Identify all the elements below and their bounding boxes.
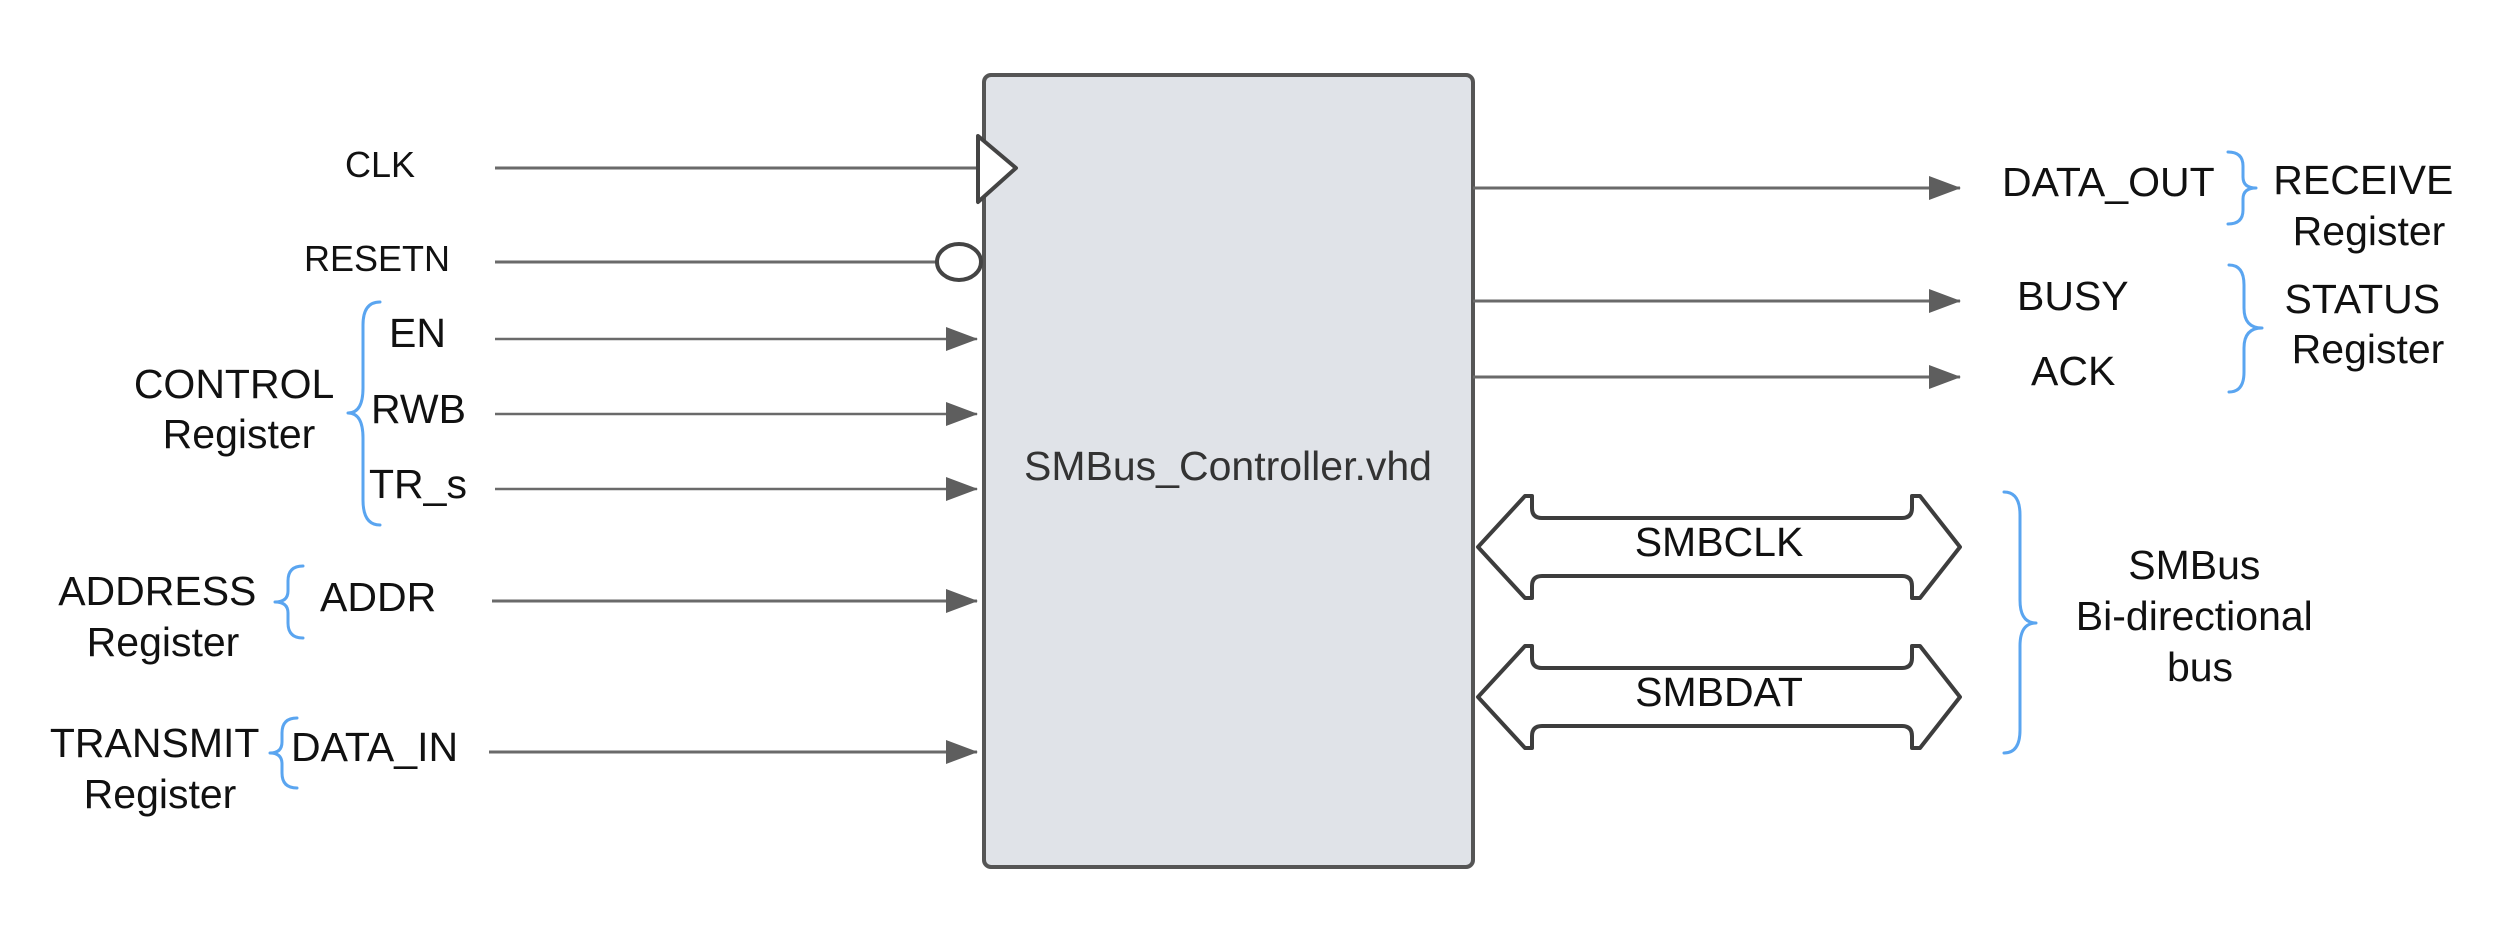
receive-brace xyxy=(2226,150,2258,226)
resetn-label: RESETN xyxy=(304,238,450,279)
control-group-label: CONTROL Register xyxy=(134,361,344,457)
status-brace xyxy=(2227,263,2264,394)
control-group-line-2: Register xyxy=(163,411,316,457)
ack-label: ACK xyxy=(2031,348,2115,394)
receive-group-label: RECEIVE Register xyxy=(2273,157,2464,254)
tr-s-label: TR_s xyxy=(369,461,467,507)
receive-group-line-1: RECEIVE xyxy=(2273,157,2453,203)
transmit-group-line-2: Register xyxy=(84,771,237,817)
control-group-line-1: CONTROL xyxy=(134,361,334,407)
clk-label: CLK xyxy=(345,144,415,185)
en-label: EN xyxy=(389,310,446,356)
data-out-label: DATA_OUT xyxy=(2002,159,2215,205)
smbclk-label: SMBCLK xyxy=(1635,519,1804,565)
data-in-label: DATA_IN xyxy=(291,724,458,770)
address-group-line-2: Register xyxy=(87,619,240,665)
smbus-brace xyxy=(2002,490,2038,755)
transmit-brace xyxy=(268,716,299,790)
address-brace xyxy=(273,564,305,640)
status-group-line-2: Register xyxy=(2292,326,2445,372)
address-group-label: ADDRESS Register xyxy=(58,568,268,665)
address-group-line-1: ADDRESS xyxy=(58,568,256,614)
active-low-bubble xyxy=(935,242,983,282)
smbus-group-line-1: SMBus xyxy=(2128,542,2260,588)
smbdat-label: SMBDAT xyxy=(1635,669,1803,715)
smbus-group-line-3: bus xyxy=(2167,644,2233,690)
busy-label: BUSY xyxy=(2017,273,2129,319)
smbus-group-label: SMBus Bi-directional bus xyxy=(2076,542,2324,690)
transmit-group-line-1: TRANSMIT xyxy=(50,720,260,766)
receive-group-line-2: Register xyxy=(2293,208,2446,254)
smbclk-bus-arrow xyxy=(1476,494,1962,600)
smbdat-bus-arrow xyxy=(1476,644,1962,750)
clock-edge-symbol xyxy=(976,134,1018,204)
status-group-label: STATUS Register xyxy=(2284,276,2451,372)
addr-label: ADDR xyxy=(320,574,436,620)
controller-title: SMBus_Controller.vhd xyxy=(1024,443,1432,489)
smbus-group-line-2: Bi-directional xyxy=(2076,593,2313,639)
status-group-line-1: STATUS xyxy=(2284,276,2440,322)
controller-block xyxy=(982,73,1475,869)
control-brace xyxy=(346,300,382,527)
transmit-group-label: TRANSMIT Register xyxy=(50,720,270,817)
rwb-label: RWB xyxy=(371,386,466,432)
